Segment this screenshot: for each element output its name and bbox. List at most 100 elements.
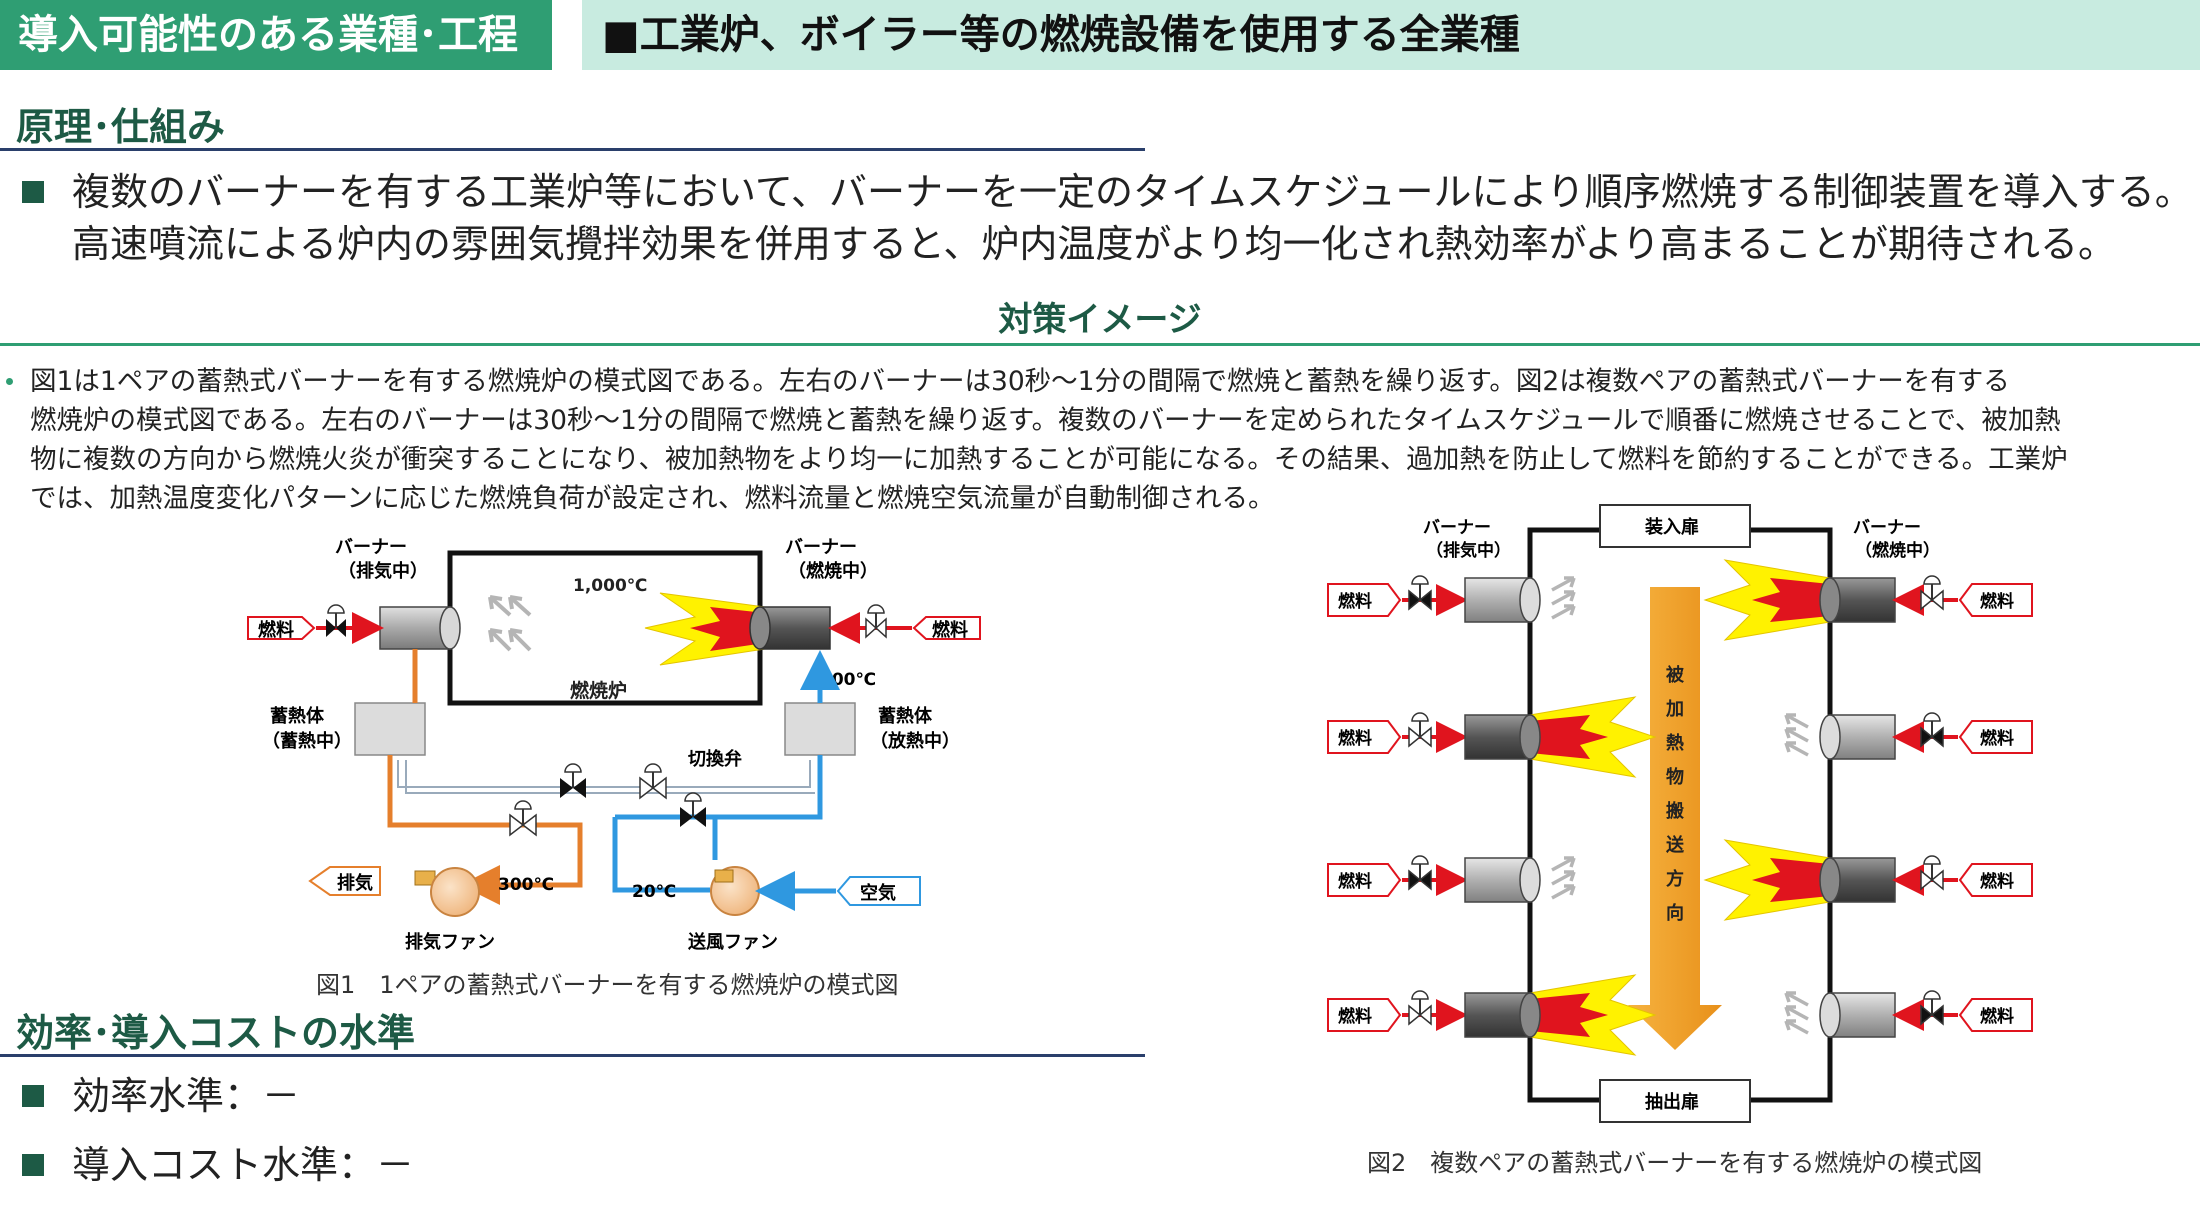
burner-right-face — [1819, 577, 1841, 623]
principle-rule — [0, 148, 1145, 151]
fuel-label-right: 燃料 — [1980, 591, 2014, 612]
regenerator-right — [784, 702, 856, 756]
fuel-valve-left-icon — [1408, 575, 1432, 611]
air-label: 空気 — [860, 882, 896, 904]
desc-line-1: 図1は1ペアの蓄熱式バーナーを有する燃焼炉の模式図である。左右のバーナーは30秒… — [30, 366, 2010, 397]
fuel-box-left — [1327, 720, 1402, 754]
efficiency-level: 効率水準：－ — [72, 1074, 301, 1118]
principle-line-1: 複数のバーナーを有する工業炉等において、バーナーを一定のタイムスケジュールにより… — [72, 170, 2193, 214]
switch-valve-2-icon — [639, 763, 667, 800]
fuel-valve-right-icon — [1920, 855, 1944, 891]
fuel-box-left — [1327, 863, 1402, 897]
switch-valve-1-icon — [560, 763, 586, 798]
exhaust-arrows-right — [1784, 713, 1809, 757]
regen-left-label-2: （蓄熱中） — [262, 730, 352, 752]
fig2-diagram: 装入扉 抽出扉 被 加 熱 物 搬 送 方 向 バーナー （排気中） バーナー … — [1327, 504, 2033, 1123]
bullet-square-icon — [22, 1154, 44, 1176]
desc-line-3: 物に複数の方向から燃焼火炎が衝突することになり、被加熱物をより均一に加熱すること… — [30, 444, 2068, 475]
exhaust-fan-label: 排気ファン — [405, 931, 495, 953]
fuel-valve-left-icon — [1408, 855, 1432, 891]
burner-right — [1829, 577, 1896, 623]
exhaust-flow-arrows — [488, 595, 532, 652]
fuel-box-right — [1958, 720, 2033, 754]
door-out-label: 抽出扉 — [1645, 1091, 1699, 1113]
industry-value: ■工業炉、ボイラー等の燃焼設備を使用する全業種 — [582, 0, 2200, 70]
fuel-label-right: 燃料 — [1980, 1006, 2014, 1027]
efficiency-title: 効率･導入コストの水準 — [16, 1011, 416, 1055]
furnace-label: 燃焼炉 — [570, 679, 627, 702]
fig2-caption: 図2 複数ペアの蓄熱式バーナーを有する燃焼炉の模式図 — [1367, 1149, 1983, 1177]
fuel-label-left: 燃料 — [1338, 728, 1372, 749]
fuel-box-right — [1958, 998, 2033, 1032]
burner-left-label-2: （排気中） — [338, 560, 428, 582]
bullet-square-icon — [22, 1085, 44, 1107]
bullet-square-icon — [22, 181, 44, 203]
burner-right — [1829, 992, 1896, 1038]
fuel-valve-right-icon — [1920, 712, 1944, 748]
burner-right-face — [1819, 992, 1841, 1038]
conveyor-char-5: 送 — [1665, 834, 1685, 856]
industry-label: 導入可能性のある業種･工程 — [0, 0, 552, 70]
fig2-burner-rows: 燃料燃料燃料燃料燃料燃料燃料燃料 — [1327, 559, 2033, 1056]
fuel-valve-left-icon — [326, 604, 346, 637]
principle-title: 原理･仕組み — [16, 105, 226, 149]
fuel-valve-right-icon — [1920, 990, 1944, 1026]
principle-line-2: 高速噴流による炉内の雰囲気攪拌効果を併用すると、炉内温度がより均一化され熱効率が… — [72, 222, 2117, 266]
conveyor-char-6: 方 — [1666, 868, 1684, 890]
fuel-box-right — [1958, 583, 2033, 617]
regen-left-label-1: 蓄熱体 — [270, 705, 325, 727]
fuel-right-label: 燃料 — [932, 619, 968, 641]
exhaust-arrows-left — [1551, 576, 1576, 620]
burner-left — [379, 606, 451, 650]
burner-right-label-2: （燃焼中） — [788, 560, 878, 582]
fig1-caption: 図1 1ペアの蓄熱式バーナーを有する燃焼炉の模式図 — [316, 971, 899, 999]
image-section-rule — [0, 343, 2200, 346]
burner2-right-label-2: （燃焼中） — [1855, 540, 1940, 561]
door-out-box — [1599, 1079, 1751, 1123]
conveyor-direction-arrow — [1628, 587, 1722, 1050]
burner2-left-label-2: （排気中） — [1426, 540, 1511, 561]
fuel-label-left: 燃料 — [1338, 871, 1372, 892]
conveyor-char-4: 搬 — [1666, 800, 1684, 822]
exhaust-outlet-box — [308, 866, 381, 896]
efficiency-rule — [0, 1054, 1145, 1057]
fuel-label-left: 燃料 — [1338, 1006, 1372, 1027]
burner-left-face — [1519, 714, 1541, 760]
switch-valve-label: 切換弁 — [688, 748, 742, 770]
fuel-box-right — [1958, 863, 2033, 897]
desc-bullet-icon — [6, 378, 13, 385]
fuel-right-box — [912, 616, 981, 640]
burner-left-label-1: バーナー — [335, 537, 407, 558]
burner-left-face — [1519, 577, 1541, 623]
switch-valve-4-icon — [680, 792, 706, 827]
blower-fan-label: 送風ファン — [687, 931, 778, 953]
fuel-box-left — [1327, 583, 1402, 617]
fuel-label-right: 燃料 — [1980, 728, 2014, 749]
burner-left — [1464, 714, 1531, 760]
burner-left-face — [1519, 992, 1541, 1038]
fuel-left-box — [247, 616, 316, 640]
fuel-valve-right-icon — [1920, 575, 1944, 611]
temp-20: 20℃ — [632, 882, 676, 902]
flame-left — [1529, 974, 1657, 1056]
temp-300: 300℃ — [498, 875, 554, 895]
fuel-left-label: 燃料 — [258, 619, 294, 641]
burner2-left-label-1: バーナー — [1423, 518, 1491, 538]
door-in-box — [1599, 504, 1751, 548]
exhaust-arrows-right — [1784, 991, 1809, 1035]
burner-left — [1464, 857, 1531, 903]
door-in-label: 装入扉 — [1645, 516, 1699, 538]
conveyor-char-3: 物 — [1666, 766, 1684, 788]
fuel-label-right: 燃料 — [1980, 871, 2014, 892]
burner-left-face — [1519, 857, 1541, 903]
conveyor-char-7: 向 — [1666, 902, 1684, 924]
fuel-box-left — [1327, 998, 1402, 1032]
burner-right — [1829, 857, 1896, 903]
exhaust-label: 排気 — [337, 872, 373, 894]
conveyor-char-1: 加 — [1665, 699, 1684, 720]
desc-line-4: では、加熱温度変化パターンに応じた燃焼負荷が設定され、燃料流量と燃焼空気流量が自… — [30, 483, 1275, 514]
burner-right-label-1: バーナー — [785, 537, 857, 558]
temp-furnace: 1,000℃ — [573, 576, 647, 596]
regen-right-label-2: （放熱中） — [870, 730, 960, 752]
conveyor-char-2: 熱 — [1666, 732, 1684, 754]
